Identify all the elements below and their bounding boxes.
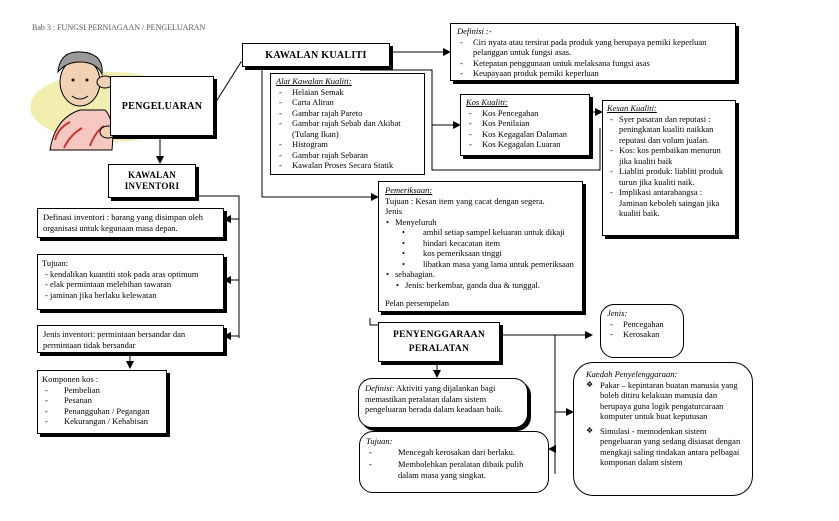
list-item: Mencegah kerosakan dari berlaku. [366,447,542,458]
list-item: Gambar rajah Pareto [276,108,419,119]
pemeriksaan-box: Pemeriksaan: Tujuan : Kesan item yang ca… [378,181,583,312]
list-item: Gambar rajah Sebab dan Akibat (Tulang Ik… [276,118,419,139]
list-item: Syer pasaran dan reputasi : peningkatan … [607,114,731,146]
list-item: Simulasi - memodenkan sistem pengeluaran… [586,426,742,468]
arrow-to-kos-kualiti [360,69,461,129]
page-header: Bab 3 : FUNGSI PERNIAGAAN / PENGELUARAN [32,23,206,32]
list-item: Kos: kos pembaikan menurun jika kualiti … [607,145,731,166]
list-item: Penangguhan / Pegangan [42,406,162,417]
tujuan-peny-title: Tujuan: [366,436,393,446]
komponen-kos-box: Komponen kos : Pembelian Pesanan Penangg… [37,370,167,434]
list-item: Jenis: berkembar, ganda dua & tunggal. [395,280,576,291]
komponen-list: Pembelian Pesanan Penangguhan / Pegangan… [42,385,162,427]
pengeluaran-label: PENGELUARAN [121,100,203,112]
shirt-shape [49,109,114,151]
list-item: Pesanan [42,395,162,406]
hair-shape [57,51,103,76]
definisi-penyenggaraan-box: Definisi: Aktiviti yang dijalankan bagi … [358,378,528,428]
kawalan-inventori-box: KAWALAN INVENTORI [108,164,196,198]
list-item: Membolehkan peralatan dibaik pulih dalam… [366,459,542,480]
tujuan-inventori-box: Tujuan: kendalikan kuantiti stok pada ar… [37,254,224,310]
pemeriksaan-types: Menyeluruh ambil setiap sampel keluaran … [385,217,576,291]
list-item: Ketepatan penggunaan untuk melaksana fun… [457,58,729,69]
list-item: Pakar – kepintaran buatan manusia yang b… [586,380,742,422]
list-item: Kos Penilaian [466,118,584,129]
pemeriksaan-tujuan: Tujuan : Kesan item yang cacat dengan se… [385,195,545,206]
sebahagian-label: sebahagian. [395,269,435,279]
tujuan-penyenggaraan-box: Tujuan: Mencegah kerosakan dari berlaku.… [359,431,549,493]
pelan-persempelan: Pelan persempelan [385,298,449,308]
list-item: Ciri nyata atau tersirat pada produk yan… [457,37,729,58]
kawalan-kualiti-label: KAWALAN KUALITI [265,49,367,61]
list-item: Kos Kegagalan Luaran [466,139,584,150]
menyeluruh-label: Menyeluruh [395,216,437,227]
jenis-peny-list: Pencegahan Kerosakan [607,319,677,340]
definisi-list: Ciri nyata atau tersirat pada produk yan… [457,37,729,79]
pengeluaran-box: PENGELUARAN [110,76,214,136]
alat-list: Helaian Semak Carta Aliran Gambar rajah … [276,87,419,171]
pemeriksaan-title: Pemeriksaan: [385,185,433,195]
list-item: Gambar rajah Sebaran [276,150,419,161]
tujuan-inventori-title: Tujuan: [42,258,69,268]
alat-title: Alat Kawalan Kualiti: [276,76,352,86]
kaedah-title: Kaedah Penyelenggaraan: [586,369,678,379]
inventori-spine [196,195,240,338]
definisi-title: Definisi :- [457,26,492,36]
line-to-kawalan-kualiti [213,61,242,106]
definisi-box: Definisi :- Ciri nyata atau tersirat pad… [450,23,736,81]
list-item: Kawalan Proses Secara Statik [276,160,419,171]
kesan-kualiti-box: Kesan Kualiti: Syer pasaran dan reputasi… [602,100,736,236]
alat-kawalan-box: Alat Kawalan Kualiti: Helaian Semak Cart… [270,73,425,175]
list-item: Implikasi antarabangsa : Jaminan keboleh… [607,187,731,219]
definasi-inventori-text: Definasi inventori : barang yang disimpa… [43,212,204,233]
list-item: Keupayaan produk pemiki keperluan [457,68,729,79]
jenis-inventori-box: Jenis inventori: permintaan bersandar da… [37,325,224,353]
definisi-peny-label: Definisi [365,383,392,393]
list-item: hindari kecacatan item [401,238,576,249]
penyenggaraan-label: PENYENGGARAAN PERALATAN [392,330,486,354]
definisi-peny-text: : Aktiviti yang dijalankan bagi memastik… [365,383,504,414]
jenis-penyenggaraan-box: Jenis: Pencegahan Kerosakan [600,304,684,358]
kesan-list: Syer pasaran dan reputasi : peningkatan … [607,114,731,219]
list-item: libatkan masa yang lama untuk pemeriksaa… [401,259,576,270]
kawalan-inventori-label: KAWALAN INVENTORI [124,170,180,191]
list-item: elak permintaan melebihan tawaran [42,279,219,290]
list-item: Kerosakan [607,329,677,340]
list-item: Pembelian [42,385,162,396]
list-item: Kos Kegagalan Dalaman [466,129,584,140]
kaedah-penyelenggaraan-box: Kaedah Penyelenggaraan: Pakar – kepintar… [573,362,753,496]
list-item: Liabliti produk: liabliti produk turun j… [607,166,731,187]
jenis-peny-title: Jenis: [607,308,628,318]
tujuan-inventori-list: kendalikan kuantiti stok pada aras optim… [42,269,219,301]
list-item: Histogram [276,139,419,150]
line-to-kesan [431,125,601,171]
list-item: kos pemeriksaan tinggi [401,248,576,259]
penyenggaraan-box: PENYENGGARAAN PERALATAN [378,322,500,362]
komponen-title: Komponen kos : [42,374,99,384]
menyeluruh-list: ambil setiap sampel keluaran untuk dikaj… [401,227,576,269]
list-item: kendalikan kuantiti stok pada aras optim… [42,269,219,280]
jenis-inventori-text: Jenis inventori: permintaan bersandar da… [43,329,186,350]
kawalan-kualiti-box: KAWALAN KUALITI [242,43,390,67]
kos-kualiti-title: Kos Kualiti: [466,97,508,107]
list-item: Pencegahan [607,319,677,330]
list-item: Kekurangan / Kehabisan [42,416,162,427]
list-item: jaminan jika berlaku kelewatan [42,290,219,301]
list-item: ambil setiap sampel keluaran untuk dikaj… [401,227,576,238]
list-item: Carta Aliran [276,97,419,108]
kesan-title: Kesan Kualiti: [607,103,657,113]
sebahagian-list: Jenis: berkembar, ganda dua & tunggal. [395,280,576,291]
pemeriksaan-jenis: Jenis [385,206,402,216]
kos-kualiti-list: Kos Pencegahan Kos Penilaian Kos Kegagal… [466,108,584,150]
list-item: Kos Pencegahan [466,108,584,119]
tujuan-peny-list: Mencegah kerosakan dari berlaku. Membole… [366,447,542,481]
kos-kualiti-box: Kos Kualiti: Kos Pencegahan Kos Penilaia… [460,94,590,156]
definasi-inventori-box: Definasi inventori : barang yang disimpa… [37,208,224,238]
list-item: Helaian Semak [276,87,419,98]
kaedah-list: Pakar – kepintaran buatan manusia yang b… [586,380,742,468]
arrow-to-pemeriksaan [261,70,379,201]
